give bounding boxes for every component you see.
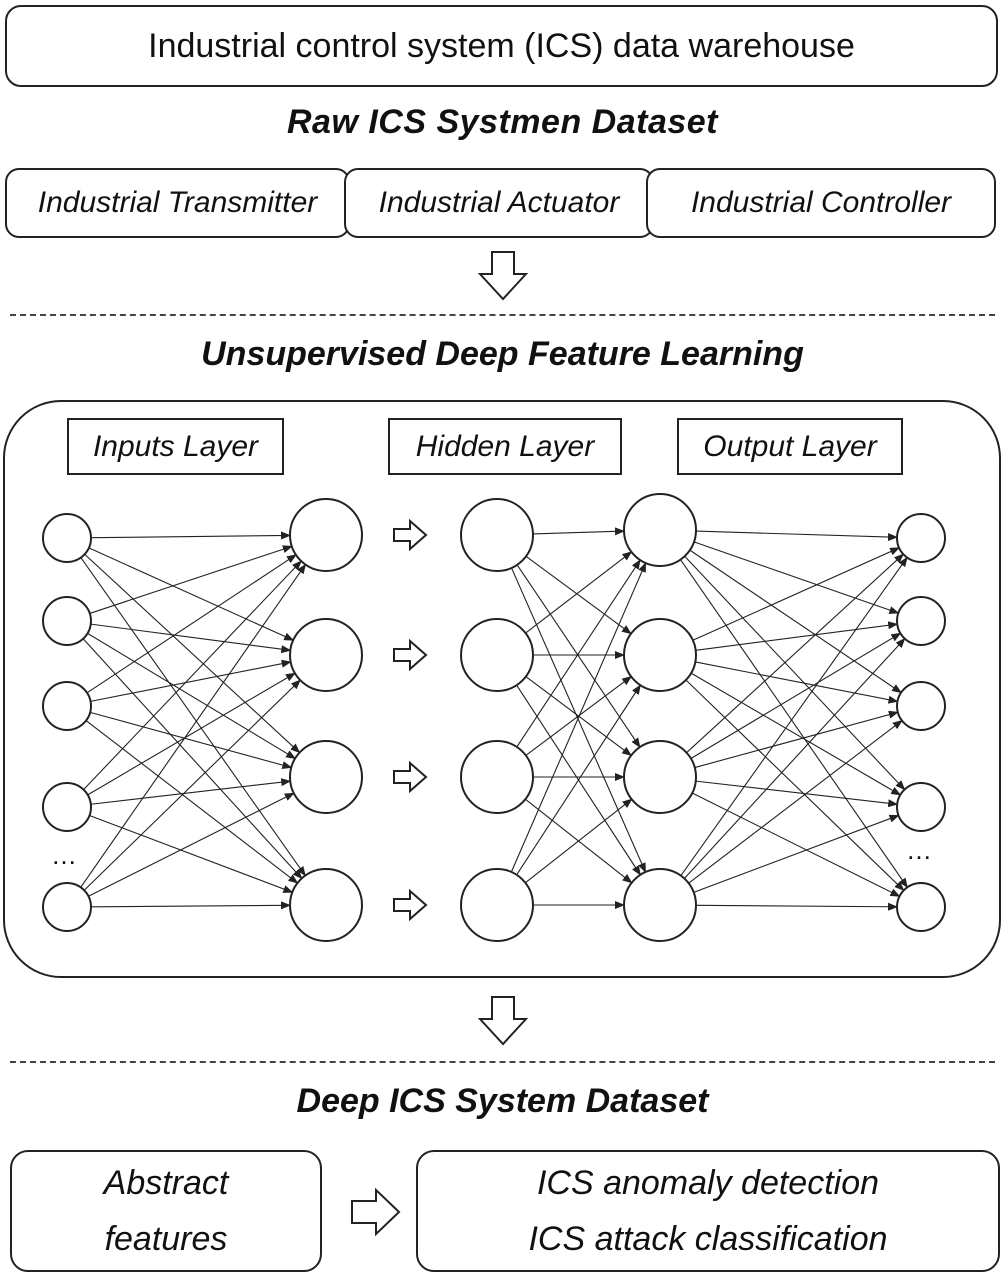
task-anomaly-detection: ICS anomaly detection [536,1164,880,1202]
inputs-ellipsis: … [51,840,77,870]
outputs-ellipsis: … [906,835,932,865]
deep-dataset-heading: Deep ICS System Dataset [296,1082,709,1120]
source-actuator: Industrial Actuator [344,168,654,238]
warehouse-box: Industrial control system (ICS) data war… [5,5,998,87]
learning-heading: Unsupervised Deep Feature Learning [201,335,804,373]
divider-top [10,314,995,316]
source-transmitter-label: Industrial Transmitter [37,186,318,219]
abstract-line-2: features [104,1220,228,1258]
task-attack-classification: ICS attack classification [528,1220,888,1258]
divider-bottom [10,1061,995,1063]
source-controller-label: Industrial Controller [690,186,952,219]
warehouse-label: Industrial control system (ICS) data war… [148,26,855,65]
source-controller: Industrial Controller [646,168,996,238]
hidden-layer-label: Hidden Layer [388,418,622,475]
output-layer-label: Output Layer [677,418,903,475]
abstract-features-box: Abstract features [10,1150,322,1272]
down-arrow-icon [478,251,528,301]
right-arrow-icon [351,1188,401,1236]
network-container [3,400,1001,978]
inputs-layer-label: Inputs Layer [67,418,284,475]
abstract-line-1: Abstract [103,1164,229,1202]
tasks-box: ICS anomaly detection ICS attack classif… [416,1150,1000,1272]
source-actuator-label: Industrial Actuator [378,186,620,219]
down-arrow-icon [478,996,528,1046]
raw-dataset-heading: Raw ICS Systmen Dataset [287,103,718,141]
source-transmitter: Industrial Transmitter [5,168,350,238]
